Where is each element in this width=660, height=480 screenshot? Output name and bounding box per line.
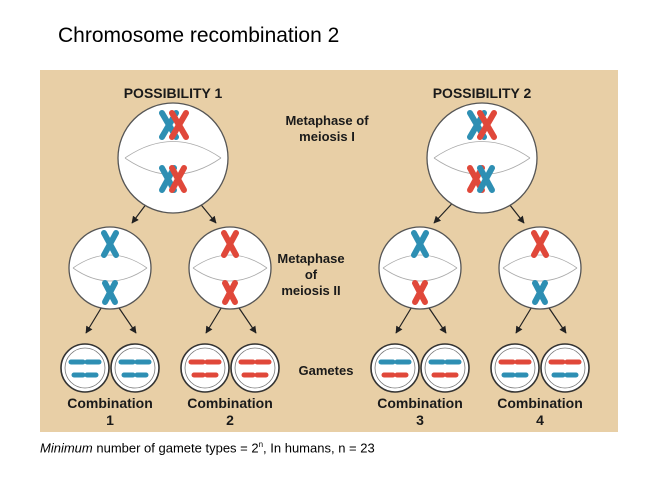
caption: Minimum number of gamete types = 2n, In … [40,440,375,455]
stage-label-meiosis-2-line2: of [305,267,318,282]
arrow [426,304,447,334]
arrow [546,304,567,334]
metaphase-2-cell [188,226,272,310]
arrow [205,304,224,334]
combination-1-label: Combination [67,395,153,411]
possibility-1-heading: POSSIBILITY 1 [124,85,223,101]
combination-1-number: 1 [106,412,114,428]
gamete-cell [540,343,590,393]
arrow [85,304,104,334]
metaphase-2-cell [68,226,152,310]
combination-3-label: Combination [377,395,463,411]
stage-label-gametes: Gametes [299,363,354,378]
combination-3-number: 3 [416,412,424,428]
arrow [236,304,257,334]
arrow [116,304,137,334]
metaphase-2-cell [498,226,582,310]
gamete-cell [60,343,110,393]
metaphase-1-cell-possibility-1 [117,102,229,214]
combination-4-label: Combination [497,395,583,411]
meiosis-diagram-panel: POSSIBILITY 1 POSSIBILITY 2 Metaphase of… [40,70,618,432]
meiosis-diagram: POSSIBILITY 1 POSSIBILITY 2 Metaphase of… [40,70,618,432]
caption-text: number of gamete types = 2 [96,440,259,456]
stage-label-meiosis-2-line1: Metaphase [277,251,344,266]
stage-label-meiosis-1-line2: meiosis I [299,129,355,144]
metaphase-1-cell-possibility-2 [426,102,538,214]
gamete-cell [490,343,540,393]
combination-2-label: Combination [187,395,273,411]
arrow [395,304,414,334]
slide-title: Chromosome recombination 2 [58,24,340,47]
possibility-2-heading: POSSIBILITY 2 [433,85,532,101]
caption-superscript: n [258,440,264,449]
gamete-cell [110,343,160,393]
caption-tail: , In humans, n = 23 [263,440,375,456]
stage-label-meiosis-1-line1: Metaphase of [285,113,369,128]
gamete-cell [180,343,230,393]
metaphase-2-cell [378,226,462,310]
caption-italic: Minimum [40,440,93,456]
gamete-cell [420,343,470,393]
combination-2-number: 2 [226,412,234,428]
stage-label-meiosis-2-line3: meiosis II [281,283,340,298]
gamete-cell [230,343,280,393]
gametes-row [60,343,590,393]
gamete-cell [370,343,420,393]
arrow [515,304,534,334]
combination-4-number: 4 [536,412,544,428]
